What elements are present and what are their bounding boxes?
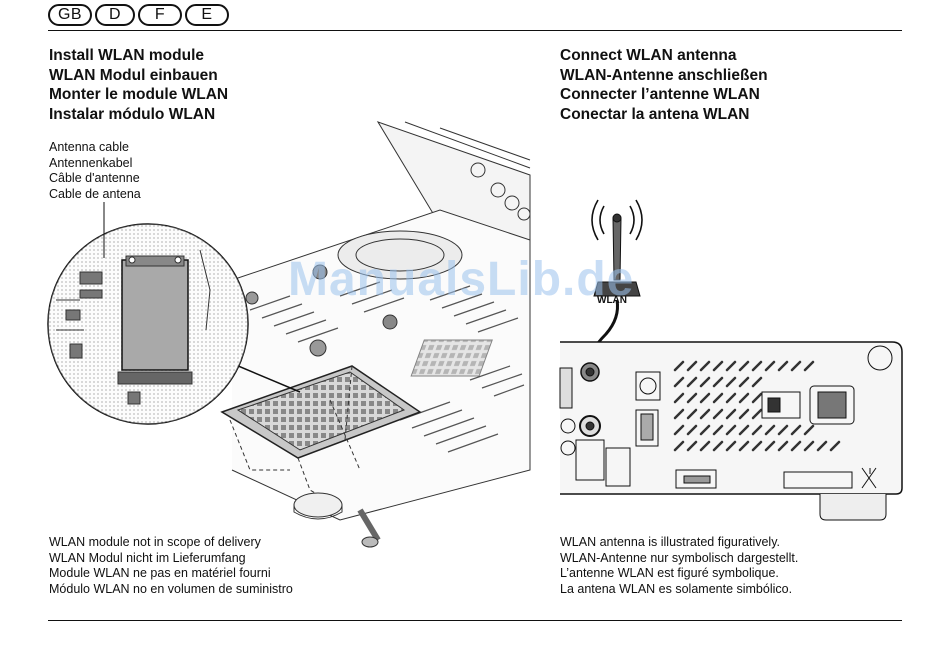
antenna-cable-callout: Antenna cable Antennenkabel Câble d'ante… [49,140,141,202]
left-footnote-en: WLAN module not in scope of delivery [49,535,261,549]
right-title-es: Conectar la antena WLAN [560,105,750,123]
right-title-fr: Connecter l’antenne WLAN [560,86,760,103]
language-tab-gb: GB [48,4,92,26]
language-tab-d: D [95,4,135,26]
left-footnote-de: WLAN Modul nicht im Lieferumfang [49,550,246,565]
right-title-block: Connect WLAN antenna WLAN-Antenne anschl… [560,46,768,124]
left-footnote-fr: Module WLAN ne pas en matériel fourni [49,566,271,580]
callout-de: Antennenkabel [49,155,133,170]
device-rear-panel [559,341,903,521]
right-footnote-fr: L’antenne WLAN est figuré symbolique. [560,566,779,580]
left-footnote: WLAN module not in scope of delivery WLA… [49,535,293,597]
language-tab-e: E [185,4,229,26]
callout-en: Antenna cable [49,140,129,154]
watermark: ManualsLib.de [288,253,635,306]
right-footnote-es: La antena WLAN es solamente simbólico. [560,581,793,596]
callout-es: Cable de antena [49,186,141,201]
left-title-de: WLAN Modul einbauen [49,66,218,84]
bottom-rule [48,620,902,621]
right-title-de: WLAN-Antenne anschließen [560,66,768,84]
right-footnote-de: WLAN-Antenne nur symbolisch dargestellt. [560,550,799,565]
right-title-en: Connect WLAN antenna [560,47,737,64]
left-title-fr: Monter le module WLAN [49,86,229,103]
top-rule [48,30,902,31]
left-title-block: Install WLAN module WLAN Modul einbauen … [49,46,228,124]
right-footnote: WLAN antenna is illustrated figuratively… [560,535,798,597]
chassis-drawing [220,121,531,548]
right-footnote-en: WLAN antenna is illustrated figuratively… [560,535,781,549]
language-tab-f: F [138,4,182,26]
left-footnote-es: Módulo WLAN no en volumen de suministro [49,581,293,596]
left-title-en: Install WLAN module [49,47,204,64]
callout-fr: Câble d'antenne [49,171,140,185]
wlan-antenna-drawing [586,199,643,369]
wlan-module-zoom [47,202,249,425]
language-tabs: GB D F E [48,4,229,26]
antenna-label: WLAN [597,295,627,306]
left-title-es: Instalar módulo WLAN [49,105,216,123]
